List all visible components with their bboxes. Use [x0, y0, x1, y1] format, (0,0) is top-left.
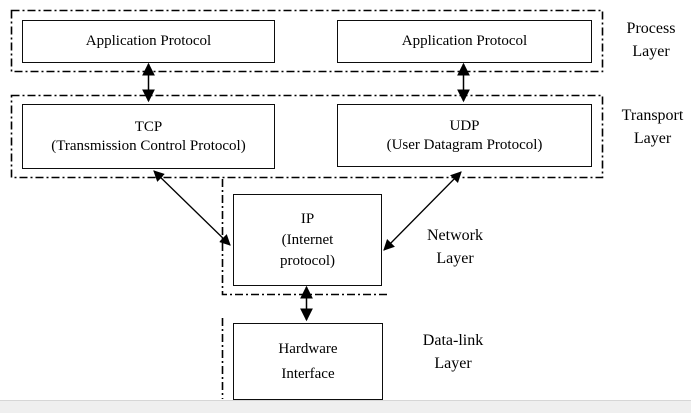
layer-label-process: Process Layer	[611, 17, 691, 63]
layer-label-network: Network Layer	[410, 224, 500, 270]
box-title: IP	[300, 210, 315, 227]
layer-label-line: Network	[427, 227, 483, 244]
box-ip: IP (Internet protocol)	[233, 194, 382, 286]
layer-label-datalink: Data-link Layer	[407, 329, 499, 375]
layer-label-line: Layer	[436, 250, 474, 267]
box-title-line1: Hardware	[278, 340, 338, 357]
layer-label-line: Layer	[434, 355, 472, 372]
box-label: Application Protocol	[85, 33, 212, 49]
box-hardware-interface: Hardware Interface	[233, 323, 383, 400]
box-tcp: TCP (Transmission Control Protocol)	[22, 104, 275, 169]
layer-label-line: Process	[626, 20, 676, 37]
box-title: TCP	[134, 118, 163, 135]
window-bottom-bar	[0, 400, 691, 413]
layer-label-line: Layer	[633, 130, 672, 147]
box-udp: UDP (User Datagram Protocol)	[337, 104, 592, 167]
box-subtitle: (Transmission Control Protocol)	[51, 137, 246, 154]
box-subtitle-line1: (Internet	[281, 231, 334, 248]
box-subtitle: (User Datagram Protocol)	[386, 136, 543, 153]
box-label: Application Protocol	[401, 33, 528, 49]
layer-label-line: Data-link	[422, 332, 484, 349]
box-title-line2: Interface	[281, 365, 335, 382]
box-application-protocol-right: Application Protocol	[337, 20, 592, 63]
box-application-protocol-left: Application Protocol	[22, 20, 275, 63]
layer-label-line: Layer	[632, 43, 670, 60]
box-title: UDP	[449, 117, 480, 134]
box-subtitle-line2: protocol)	[280, 252, 335, 269]
arrow-tcp-ip	[153, 170, 231, 246]
layer-label-line: Transport	[621, 107, 684, 124]
layer-label-transport: Transport Layer	[612, 104, 691, 150]
